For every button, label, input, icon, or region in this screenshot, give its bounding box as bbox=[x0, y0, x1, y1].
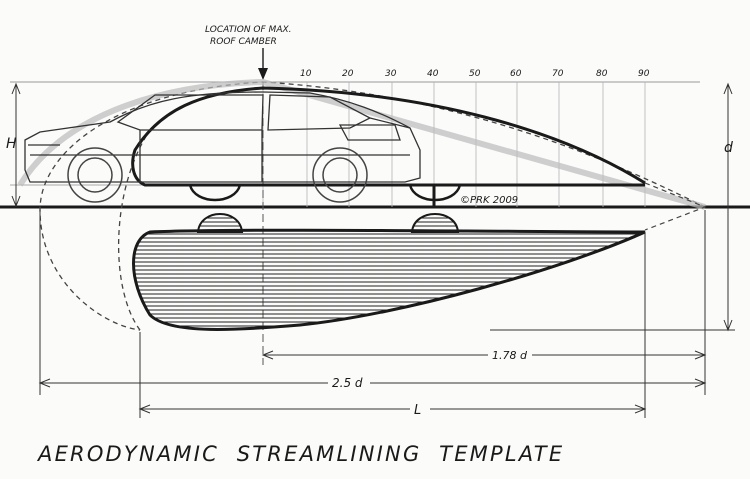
body-wheels bbox=[188, 184, 462, 233]
depth-dimension bbox=[490, 82, 735, 332]
dim-178-label-bg bbox=[488, 346, 532, 362]
outer-streamline bbox=[39, 81, 706, 331]
scale-tick: 10 bbox=[300, 69, 312, 79]
dim-L-label-bg bbox=[410, 400, 430, 416]
template-outline bbox=[17, 78, 706, 210]
max-camber-label-line2: ROOF CAMBER bbox=[210, 37, 277, 47]
template-title: AERODYNAMIC STREAMLINING TEMPLATE bbox=[36, 442, 564, 466]
tail-extension bbox=[644, 182, 707, 231]
max-camber-label-line1: LOCATION OF MAX. bbox=[205, 25, 292, 35]
scale-tick: 90 bbox=[638, 69, 650, 79]
car-wheels bbox=[67, 147, 368, 203]
dim-L-label: L bbox=[414, 403, 421, 418]
max-camber-arrowhead bbox=[258, 68, 268, 80]
scale-tick: 60 bbox=[510, 69, 522, 79]
scale-tick: 80 bbox=[596, 69, 608, 79]
extent-guides bbox=[39, 210, 706, 418]
height-dimension bbox=[11, 82, 21, 208]
scale-tick: 70 bbox=[552, 69, 564, 79]
dim-25-arrow bbox=[38, 378, 707, 388]
copyright-label: ©PRK 2009 bbox=[460, 195, 518, 206]
car-outline bbox=[24, 91, 421, 183]
depth-label: d bbox=[724, 140, 733, 156]
height-label: H bbox=[6, 136, 17, 152]
scale-tick: 40 bbox=[427, 69, 439, 79]
dim-178-arrow bbox=[261, 350, 707, 360]
streamline-body-upper bbox=[131, 86, 646, 187]
inner-streamline bbox=[117, 129, 151, 331]
dim-25-label-bg bbox=[328, 374, 370, 390]
dim-L-arrow bbox=[138, 404, 647, 414]
dim-178-label: 1.78 d bbox=[492, 349, 528, 362]
scale-tick: 50 bbox=[469, 69, 481, 79]
scale-tick: 30 bbox=[385, 69, 397, 79]
dim-25-label: 2.5 d bbox=[332, 376, 363, 390]
ground-shadow bbox=[132, 228, 646, 331]
scale-tick: 20 bbox=[342, 69, 354, 79]
scale-ticks: 10 20 30 40 50 60 70 80 90 bbox=[300, 69, 650, 79]
